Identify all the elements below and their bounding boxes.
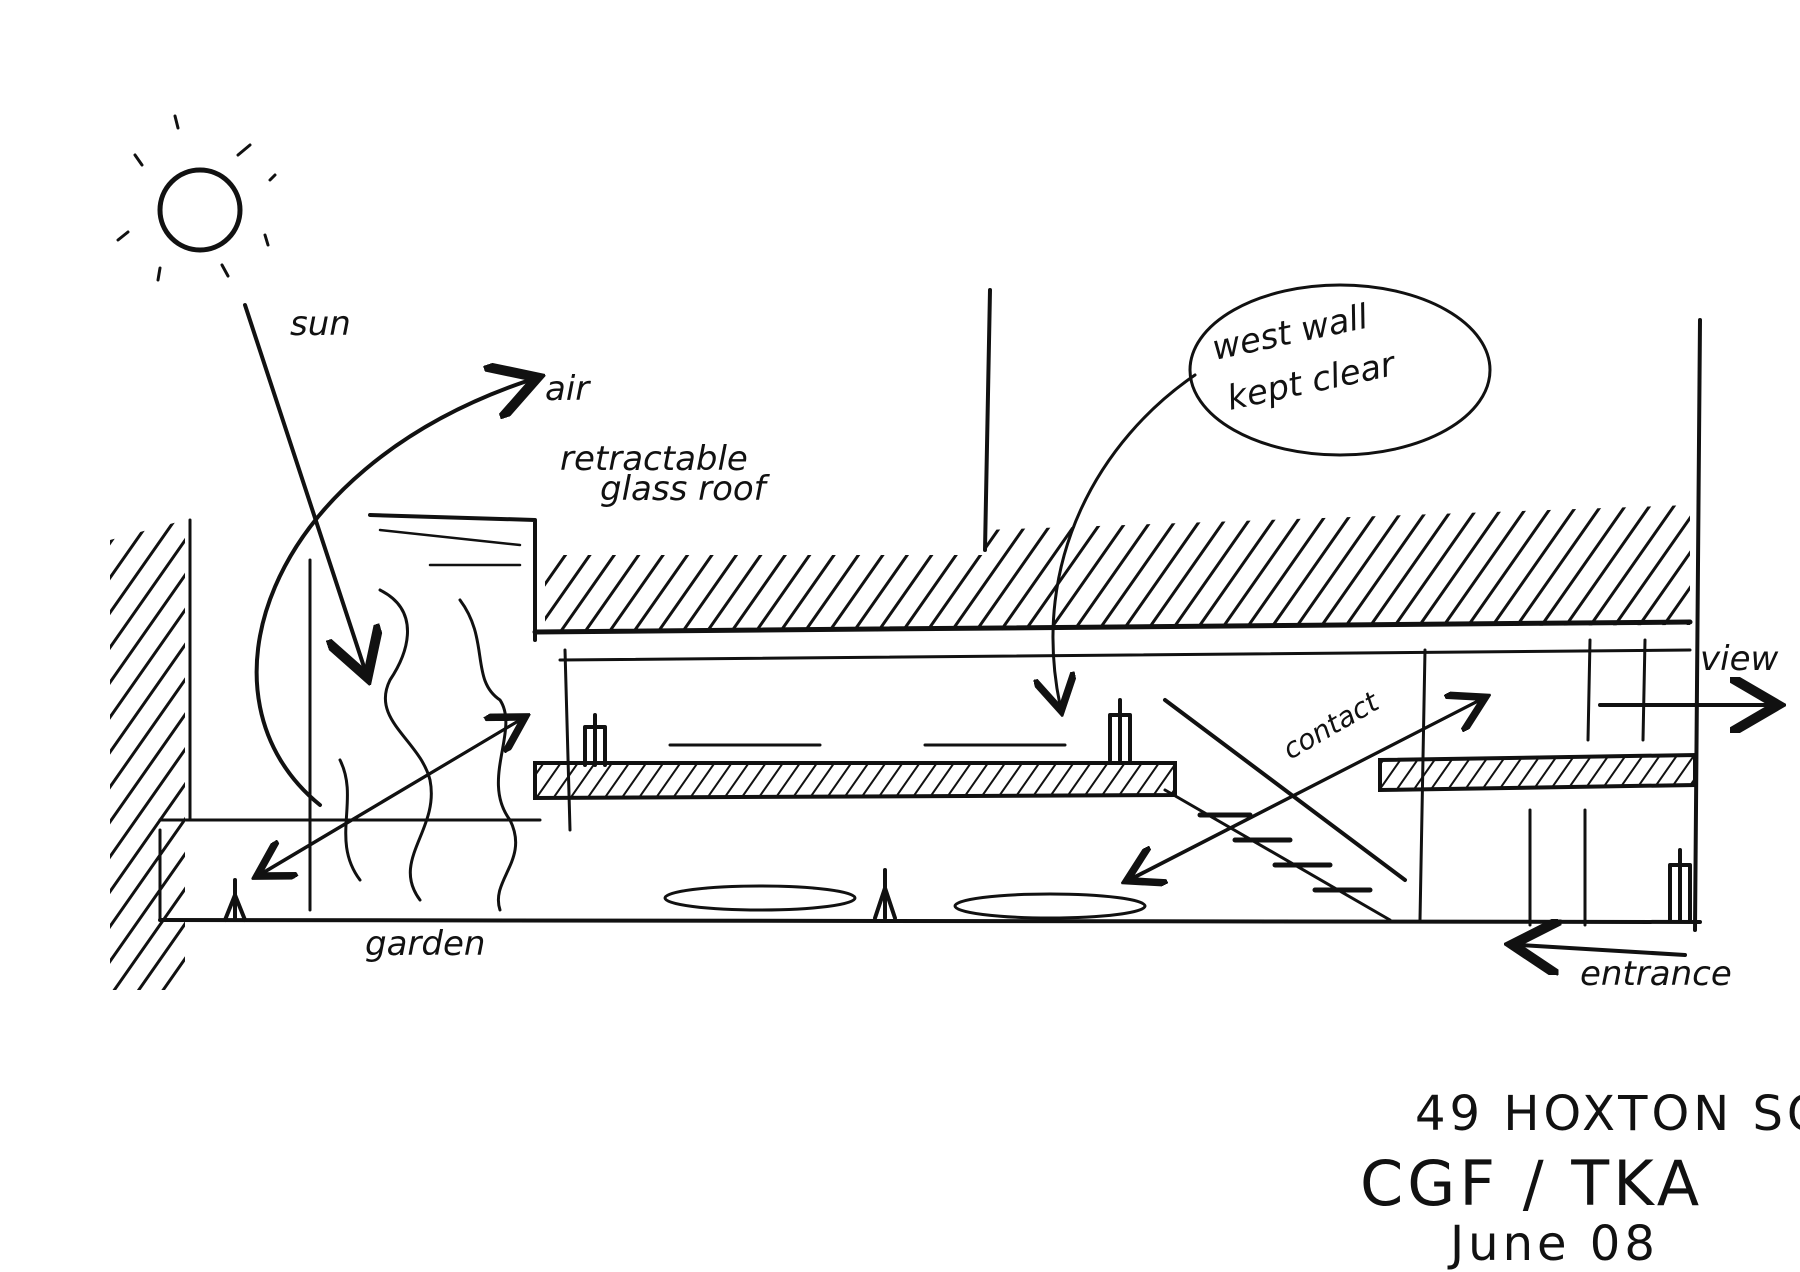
garden-foliage xyxy=(338,588,518,912)
sun-icon xyxy=(116,114,277,282)
ground-line xyxy=(158,918,1702,924)
title-address: 49 HOXTON SQ xyxy=(1415,1086,1800,1142)
title-date: June 08 xyxy=(1447,1216,1659,1272)
west-wall-bubble xyxy=(1188,283,1492,457)
glass-roof xyxy=(368,513,537,642)
mezzanine-slab xyxy=(533,761,1177,801)
title-block: 49 HOXTON SQ CGF / TKA June 08 xyxy=(1360,1086,1800,1272)
left-party-wall xyxy=(110,520,185,990)
right-slab xyxy=(1378,752,1697,793)
label-air: air xyxy=(545,369,591,409)
label-roof-line2: glass roof xyxy=(600,469,771,509)
roof-hatch xyxy=(545,505,1690,630)
people-figures xyxy=(223,698,1692,922)
label-roof-line1: retractable xyxy=(560,439,748,479)
furniture xyxy=(663,743,1147,920)
staircase xyxy=(1163,698,1407,922)
label-garden: garden xyxy=(365,924,485,964)
label-view: view xyxy=(1700,639,1778,679)
label-entrance: entrance xyxy=(1580,954,1732,994)
annotations: sun air retractable glass roof west wall… xyxy=(290,297,1778,994)
label-contact: contact xyxy=(1277,685,1385,766)
title-initials: CGF / TKA xyxy=(1360,1147,1703,1220)
label-sun: sun xyxy=(290,304,351,344)
